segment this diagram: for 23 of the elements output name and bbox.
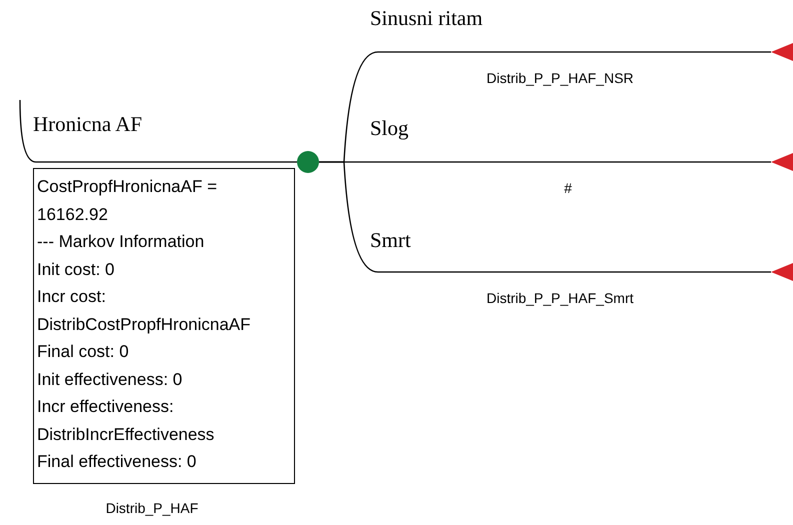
branch-line — [319, 161, 771, 273]
branch-name: Smrt — [370, 228, 411, 253]
info-text: Incr cost: DistribCostPropfHronicnaAF — [37, 286, 252, 336]
info-text: Incr effectiveness: DistribIncrEffectiveness — [37, 396, 216, 446]
branch-name: Hronicna AF — [33, 112, 142, 137]
probability-label: Distrib_P_P_HAF_Smrt — [486, 290, 634, 306]
info-box — [33, 168, 295, 484]
info-text: CostPropfHronicnaAF = 16162.92 — [37, 176, 218, 226]
chance-node-circle — [297, 151, 319, 173]
probability-label: Distrib_P_HAF — [106, 500, 198, 516]
branch-name: Sinusni ritam — [370, 6, 483, 31]
info-text: --- Markov Information — [37, 231, 206, 253]
terminal-node-triangle — [771, 153, 793, 171]
info-text: Final cost: 0 — [37, 341, 130, 363]
info-text: Init cost: 0 — [37, 258, 116, 280]
branch-line — [19, 100, 297, 163]
info-text: Init effectiveness: 0 — [37, 368, 184, 390]
terminal-node-triangle — [771, 43, 793, 61]
probability-label: Distrib_P_P_HAF_NSR — [486, 70, 634, 86]
info-text: Final effectiveness: 0 — [37, 451, 198, 473]
probability-label: # — [564, 180, 572, 196]
terminal-node-triangle — [771, 263, 793, 281]
branch-name: Slog — [370, 116, 409, 141]
